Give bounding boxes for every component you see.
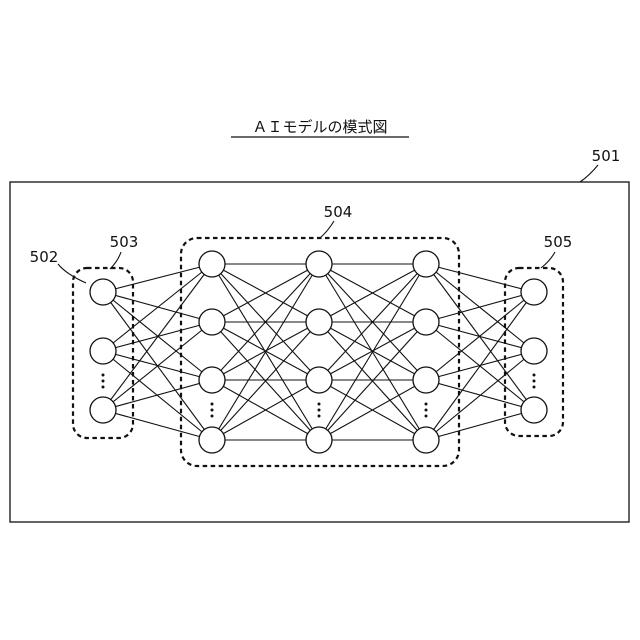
- hidden-layer-2-node-2: [306, 367, 332, 393]
- label-505: 505: [544, 233, 573, 251]
- hidden-layer-2-ellipsis-dot-0: [318, 403, 321, 406]
- hidden-layer-3-node-1: [413, 309, 439, 335]
- hidden-layer-2-ellipsis-dot-1: [318, 409, 321, 412]
- input-layer-ellipsis-dot-0: [102, 374, 105, 377]
- hidden-layer-1-node-1: [199, 309, 225, 335]
- hidden-layer-1-ellipsis-dot-1: [211, 409, 214, 412]
- diagram-title: ＡＩモデルの模式図: [252, 118, 387, 136]
- hidden-layer-3-ellipsis-dot-2: [425, 415, 428, 418]
- output-layer-node-2: [521, 397, 547, 423]
- hidden-layer-1-node-0: [199, 251, 225, 277]
- hidden-layer-1-node-3: [199, 427, 225, 453]
- output-layer-ellipsis-dot-2: [533, 386, 536, 389]
- hidden-layer-2-node-3: [306, 427, 332, 453]
- label-501: 501: [592, 147, 621, 165]
- hidden-layer-1-ellipsis-dot-0: [211, 403, 214, 406]
- output-layer-node-1: [521, 338, 547, 364]
- input-layer-node-2: [90, 397, 116, 423]
- hidden-layer-2-ellipsis-dot-2: [318, 415, 321, 418]
- output-layer-ellipsis-dot-0: [533, 374, 536, 377]
- hidden-layer-3-node-0: [413, 251, 439, 277]
- hidden-layer-2-node-0: [306, 251, 332, 277]
- input-layer-node-0: [90, 279, 116, 305]
- label-503: 503: [110, 233, 139, 251]
- label-504: 504: [324, 203, 353, 221]
- input-layer-node-1: [90, 338, 116, 364]
- hidden-layer-1-ellipsis-dot-2: [211, 415, 214, 418]
- leader-501: [580, 165, 598, 182]
- hidden-layer-3-node-3: [413, 427, 439, 453]
- output-layer-ellipsis-dot-1: [533, 380, 536, 383]
- label-502: 502: [30, 248, 59, 266]
- hidden-layer-3-ellipsis-dot-0: [425, 403, 428, 406]
- input-layer-ellipsis-dot-2: [102, 386, 105, 389]
- output-layer-node-0: [521, 279, 547, 305]
- input-layer-ellipsis-dot-1: [102, 380, 105, 383]
- hidden-layer-1-node-2: [199, 367, 225, 393]
- hidden-layer-3-ellipsis-dot-1: [425, 409, 428, 412]
- hidden-layer-3-node-2: [413, 367, 439, 393]
- hidden-layer-2-node-1: [306, 309, 332, 335]
